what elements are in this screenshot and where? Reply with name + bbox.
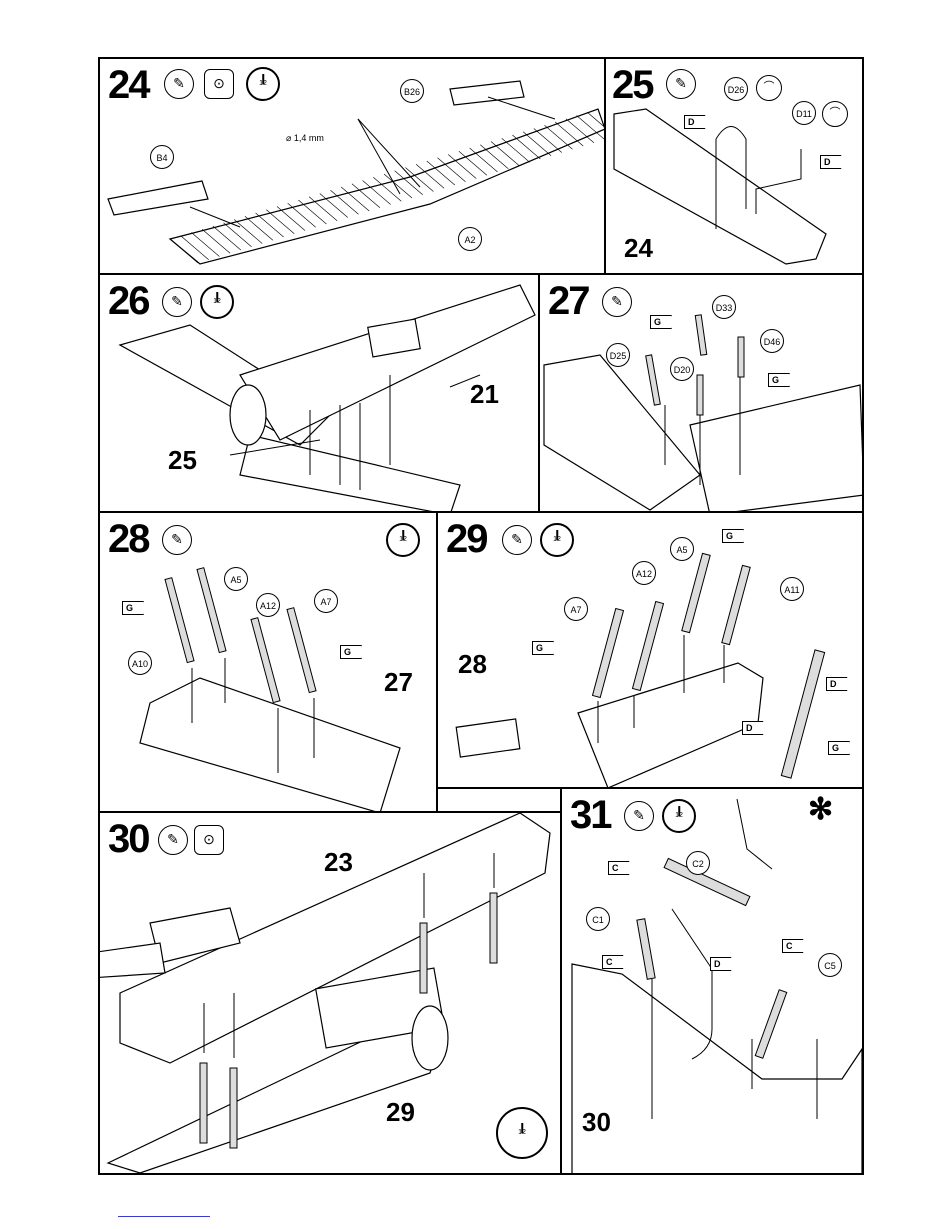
part-ref: 25 — [168, 447, 197, 473]
callout-D26: D26 — [724, 77, 748, 101]
callout-D25: D25 — [606, 343, 630, 367]
callout-A10: A10 — [128, 651, 152, 675]
callout-B26: B26 — [400, 79, 424, 103]
callout-D11: D11 — [792, 101, 816, 125]
step-28-panel: 28 ✎ 12 A5 A12 A7 A10 G G 27 — [98, 511, 438, 813]
step-30-panel: 30 ✎ ⊙ 23 29 12 — [98, 811, 562, 1175]
callout-A11: A11 — [780, 577, 804, 601]
step-26-panel: 26 ✎ 12 21 25 — [98, 273, 540, 513]
part-ref: 29 — [386, 1099, 415, 1125]
part-ref: 27 — [384, 669, 413, 695]
callout-A7: A7 — [314, 589, 338, 613]
step-24-panel: 24 ✎ ⊙ 12 B26 B4 A2 ⌀ 1,4 mm — [98, 57, 606, 275]
callout-A12: A12 — [632, 561, 656, 585]
wing-diagram — [100, 59, 606, 275]
decal-bend-icon: ⌒ — [822, 101, 848, 127]
drill-size-label: ⌀ 1,4 mm — [286, 133, 324, 144]
callout-D46: D46 — [760, 329, 784, 353]
callout-B4: B4 — [150, 145, 174, 169]
callout-A5: A5 — [670, 537, 694, 561]
drill-size: 1,4 mm — [294, 133, 324, 143]
callout-D33: D33 — [712, 295, 736, 319]
part-ref: 28 — [458, 651, 487, 677]
step-25-panel: 25 ✎ D26 ⌒ D11 ⌒ D D 24 — [604, 57, 864, 275]
part-ref: 24 — [624, 235, 653, 261]
callout-A12: A12 — [256, 593, 280, 617]
step-31-panel: 31 ✎ 12 ✻ C2 C1 C5 C C C D D 30 — [560, 787, 864, 1175]
step-27-panel: 27 ✎ D33 D25 D20 D46 G G — [538, 273, 864, 513]
part-ref: 21 — [470, 381, 499, 407]
part-ref: 30 — [582, 1109, 611, 1135]
step-29-panel: 29 ✎ 12 A5 A12 A7 A11 G G D D G 28 — [436, 511, 864, 789]
callout-C2: C2 — [686, 851, 710, 875]
footer-link-underline — [118, 1216, 210, 1217]
callout-D20: D20 — [670, 357, 694, 381]
callout-C1: C1 — [586, 907, 610, 931]
wing-struts-diagram — [438, 513, 864, 789]
callout-A5: A5 — [224, 567, 248, 591]
callout-A2: A2 — [458, 227, 482, 251]
strut-placement-diagram — [540, 275, 864, 513]
decal-bend-icon: ⌒ — [756, 75, 782, 101]
part-ref: 23 — [324, 849, 353, 875]
callout-C5: C5 — [818, 953, 842, 977]
drying-clock-icon: 12 — [496, 1107, 548, 1159]
callout-A7: A7 — [564, 597, 588, 621]
